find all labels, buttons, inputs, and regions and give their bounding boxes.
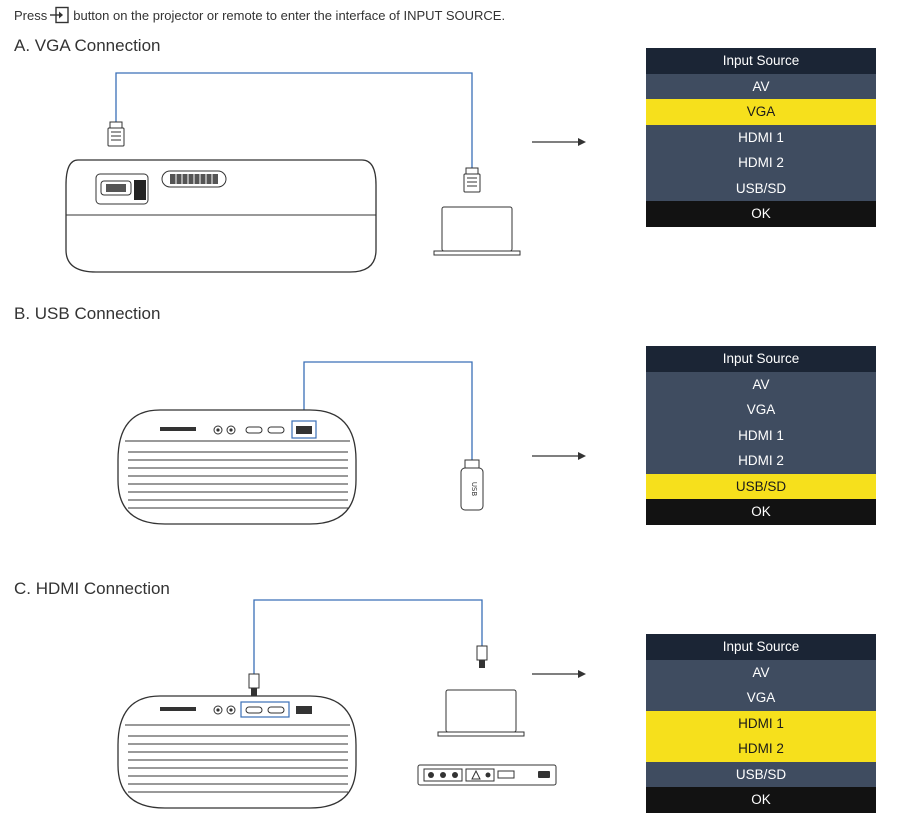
arrow-right-icon [532,452,586,460]
menu-item-hdmi1: HDMI 1 [646,124,876,150]
arrow-right-icon [532,670,586,678]
menu-title: Input Source [646,346,876,372]
laptop-icon [437,689,525,737]
menu-item-vga: VGA [646,397,876,423]
set-top-box-icon [417,764,557,786]
hdmi-cable [253,599,483,674]
menu-item-hdmi1: HDMI 1 [646,422,876,448]
menu-item-ok: OK [646,787,876,813]
vga-cable [115,72,473,168]
menu-item-vga: VGA [646,99,876,125]
hdmi-plug-source-icon [476,645,488,668]
arrow-right-icon [532,138,586,146]
menu-item-usb-sd: USB/SD [646,761,876,787]
intro-line: Press button on the projector or remote … [14,6,505,24]
menu-item-usb-sd: USB/SD [646,473,876,499]
projector-rear-usb-icon [117,409,357,525]
vga-connection-diagram [65,72,586,273]
vga-plug-laptop-icon [463,167,481,193]
input-source-menu-usb: Input Source AV VGA HDMI 1 HDMI 2 USB/SD… [646,346,876,525]
menu-item-av: AV [646,371,876,397]
section-heading-vga: A. VGA Connection [14,36,161,55]
hdmi-connection-diagram [117,599,586,809]
input-source-menu-vga: Input Source AV VGA HDMI 1 HDMI 2 USB/SD… [646,48,876,227]
menu-title: Input Source [646,48,876,74]
menu-item-usb-sd: USB/SD [646,175,876,201]
vga-plug-projector-icon [107,121,125,147]
projector-rear-vga-icon [65,159,377,273]
menu-item-hdmi1: HDMI 1 [646,710,876,736]
section-heading-usb: B. USB Connection [14,304,161,323]
menu-item-ok: OK [646,499,876,525]
menu-item-ok: OK [646,201,876,227]
menu-item-vga: VGA [646,685,876,711]
laptop-icon [433,206,521,256]
usb-connection-diagram: USB [117,361,586,525]
menu-item-hdmi2: HDMI 2 [646,736,876,762]
intro-press-text: Press [14,7,48,23]
hdmi-plug-projector-icon [248,673,260,696]
menu-item-av: AV [646,659,876,685]
menu-item-av: AV [646,73,876,99]
usb-cable [303,361,473,460]
menu-item-hdmi2: HDMI 2 [646,448,876,474]
intro-instruction-text: button on the projector or remote to ent… [73,7,506,23]
section-heading-hdmi: C. HDMI Connection [14,579,170,598]
input-source-icon [50,6,70,24]
usb-stick-icon [460,459,484,511]
menu-item-hdmi2: HDMI 2 [646,150,876,176]
input-source-menu-hdmi: Input Source AV VGA HDMI 1 HDMI 2 USB/SD… [646,634,876,813]
usb-stick-label: USB [470,482,478,497]
projector-rear-hdmi-icon [117,695,357,809]
menu-title: Input Source [646,634,876,660]
